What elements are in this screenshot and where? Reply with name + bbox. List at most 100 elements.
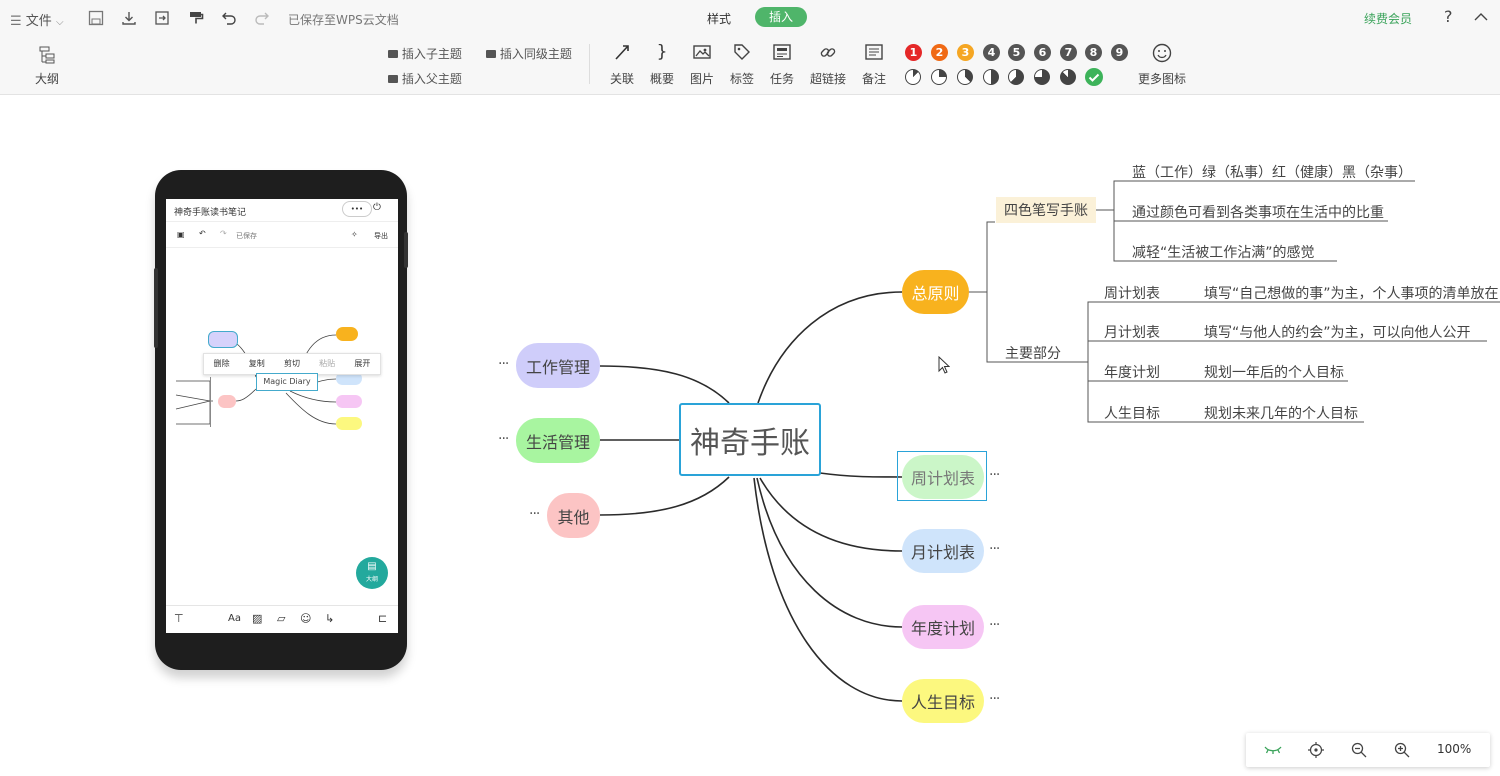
leaf-main-desc-life[interactable]: 规划未来几年的个人目标: [1204, 406, 1358, 422]
leaf-four-color-3[interactable]: 减轻“生活被工作沾满”的感觉: [1132, 245, 1315, 261]
priority-3-icon[interactable]: 3: [957, 44, 974, 61]
leaf-main-name-weekly[interactable]: 周计划表: [1104, 286, 1160, 302]
leaf-main-name-yearly[interactable]: 年度计划: [1104, 365, 1160, 381]
phone-context-item[interactable]: 展开: [354, 359, 371, 368]
more-icons-label[interactable]: 更多图标: [1137, 72, 1187, 86]
summary-icon[interactable]: }: [656, 42, 668, 62]
outline-icon[interactable]: [37, 45, 57, 65]
phone-mini-node-monthly[interactable]: [336, 372, 362, 385]
zoom-in-icon[interactable]: [1393, 741, 1411, 759]
tab-insert[interactable]: 插入: [755, 7, 807, 27]
leaf-main-name-monthly[interactable]: 月计划表: [1104, 325, 1160, 341]
phone-center-node[interactable]: Magic Diary: [256, 373, 318, 391]
collapse-ellipsis[interactable]: ···: [989, 541, 1000, 557]
leaf-four-color-1[interactable]: 蓝（工作）绿（私事）红（健康）黑（杂事）: [1132, 165, 1412, 181]
save-icon[interactable]: [86, 8, 106, 28]
phone-image-icon[interactable]: ▨: [252, 612, 263, 625]
eye-closed-icon[interactable]: [1264, 741, 1282, 759]
collapse-icon[interactable]: [1472, 8, 1490, 26]
insert-sibling-button[interactable]: 插入同级主题: [486, 45, 572, 62]
progress-1-8-icon[interactable]: [905, 69, 921, 85]
progress-7-8-icon[interactable]: [1060, 69, 1076, 85]
phone-context-item[interactable]: 删除: [213, 359, 230, 368]
progress-2-8-icon[interactable]: [931, 69, 947, 85]
leaf-main-desc-yearly[interactable]: 规划一年后的个人目标: [1204, 365, 1344, 381]
priority-2-icon[interactable]: 2: [931, 44, 948, 61]
outline-label[interactable]: 大纲: [34, 72, 60, 86]
task-label[interactable]: 任务: [769, 72, 795, 86]
progress-3-8-icon[interactable]: [957, 69, 973, 85]
topic-principle[interactable]: 总原则: [902, 270, 969, 314]
root-topic[interactable]: 神奇手账: [679, 403, 821, 476]
leaf-main-name-life[interactable]: 人生目标: [1104, 406, 1160, 422]
progress-5-8-icon[interactable]: [1008, 69, 1024, 85]
phone-export-label[interactable]: 导出: [374, 232, 388, 240]
progress-4-8-icon[interactable]: [983, 69, 999, 85]
progress-6-8-icon[interactable]: [1034, 69, 1050, 85]
task-icon[interactable]: [772, 42, 792, 62]
format-painter-icon[interactable]: [186, 8, 206, 28]
locate-icon[interactable]: [1307, 741, 1325, 759]
priority-1-icon[interactable]: 1: [905, 44, 922, 61]
priority-4-icon[interactable]: 4: [983, 44, 1000, 61]
relation-icon[interactable]: [612, 42, 632, 62]
note-icon[interactable]: [864, 42, 884, 62]
zoom-level[interactable]: 100%: [1437, 742, 1472, 756]
leaf-four-color-2[interactable]: 通过颜色可看到各类事项在生活中的比重: [1132, 205, 1384, 221]
phone-undo-icon[interactable]: ↶: [199, 229, 206, 238]
insert-child-button[interactable]: 插入子主题: [388, 45, 462, 62]
phone-outline-fab[interactable]: ▤ 大纲: [356, 557, 388, 589]
topic-other[interactable]: 其他: [547, 493, 600, 538]
phone-add-sibling-icon[interactable]: ⊏: [378, 612, 388, 625]
phone-more-button[interactable]: •••: [342, 201, 372, 217]
subtopic-main-parts[interactable]: 主要部分: [1005, 346, 1061, 362]
subtopic-four-color[interactable]: 四色笔写手账: [996, 197, 1096, 223]
phone-mini-node-principle[interactable]: [336, 327, 358, 341]
phone-mini-node-life-goal[interactable]: [336, 417, 362, 430]
topic-life-management[interactable]: 生活管理: [516, 418, 600, 463]
help-icon[interactable]: ?: [1444, 7, 1453, 26]
topic-yearly-plan[interactable]: 年度计划: [902, 605, 984, 649]
phone-context-item[interactable]: 复制: [248, 359, 265, 368]
phone-mini-node-other[interactable]: [218, 395, 236, 408]
collapse-ellipsis[interactable]: ···: [989, 691, 1000, 707]
phone-redo-icon[interactable]: ↷: [220, 229, 227, 238]
note-label[interactable]: 备注: [861, 72, 887, 86]
redo-icon[interactable]: [252, 8, 272, 28]
undo-icon[interactable]: [219, 8, 239, 28]
phone-context-item[interactable]: 粘贴: [319, 359, 336, 368]
priority-8-icon[interactable]: 8: [1085, 44, 1102, 61]
phone-save-icon[interactable]: ▣: [177, 230, 185, 239]
topic-weekly-plan[interactable]: 周计划表: [902, 455, 984, 499]
summary-label[interactable]: 概要: [649, 72, 675, 86]
tab-style[interactable]: 样式: [707, 12, 732, 26]
collapse-ellipsis[interactable]: ···: [498, 431, 509, 447]
collapse-ellipsis[interactable]: ···: [498, 356, 509, 372]
complete-check-icon[interactable]: [1085, 68, 1103, 86]
collapse-ellipsis[interactable]: ···: [989, 467, 1000, 483]
insert-parent-button[interactable]: 插入父主题: [388, 70, 462, 87]
phone-font-icon[interactable]: Aa: [228, 613, 241, 624]
priority-6-icon[interactable]: 6: [1034, 44, 1051, 61]
file-menu[interactable]: ☰ 文件 ⌵: [10, 10, 64, 29]
phone-add-topic-icon[interactable]: ⊤: [174, 612, 184, 625]
image-icon[interactable]: [692, 42, 712, 62]
download-icon[interactable]: [119, 8, 139, 28]
topic-work-management[interactable]: 工作管理: [516, 343, 600, 388]
hyperlink-label[interactable]: 超链接: [809, 72, 847, 86]
leaf-main-desc-weekly[interactable]: 填写“自己想做的事”为主，个人事项的清单放在: [1204, 286, 1499, 302]
phone-relation-icon[interactable]: ↳: [325, 612, 335, 625]
relation-label[interactable]: 关联: [609, 72, 635, 86]
export-icon[interactable]: [152, 8, 172, 28]
phone-note-icon[interactable]: ▱: [277, 612, 286, 625]
phone-power-icon[interactable]: ⏻: [373, 202, 381, 213]
phone-magic-icon[interactable]: ✧: [351, 230, 358, 239]
collapse-ellipsis[interactable]: ···: [529, 506, 540, 522]
priority-5-icon[interactable]: 5: [1008, 44, 1025, 61]
phone-smiley-icon[interactable]: ☺: [300, 612, 312, 625]
image-label[interactable]: 图片: [689, 72, 715, 86]
priority-9-icon[interactable]: 9: [1111, 44, 1128, 61]
zoom-out-icon[interactable]: [1350, 741, 1368, 759]
topic-life-goal[interactable]: 人生目标: [902, 679, 984, 723]
tag-icon[interactable]: [732, 42, 752, 62]
